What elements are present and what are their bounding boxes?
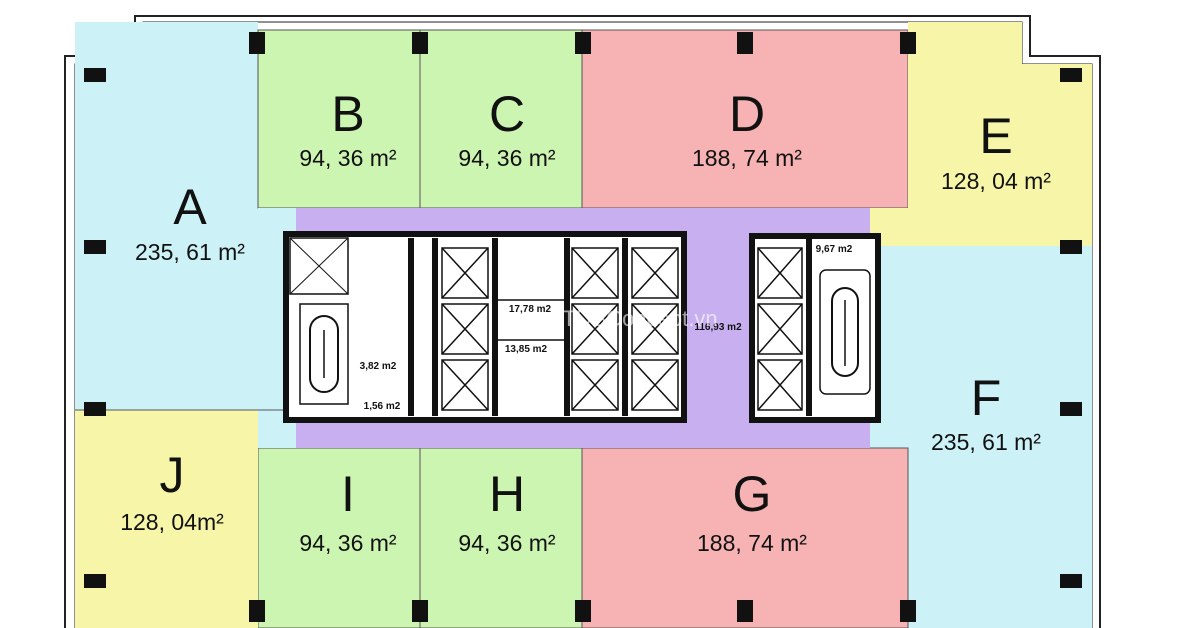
unit-d-area: 188, 74 m² xyxy=(692,145,802,171)
unit-a-area: 235, 61 m² xyxy=(135,239,245,265)
unit-f[interactable] xyxy=(870,246,1092,628)
unit-j-area: 128, 04m² xyxy=(120,509,224,535)
unit-d[interactable] xyxy=(581,29,909,209)
unit-c[interactable] xyxy=(419,29,583,209)
unit-a[interactable] xyxy=(75,22,258,410)
unit-g-letter: G xyxy=(733,466,772,522)
core-label-1: 17,78 m2 xyxy=(509,304,552,315)
unit-b-area: 94, 36 m² xyxy=(299,145,396,171)
structural-columns xyxy=(84,32,1082,622)
unit-h-area: 94, 36 m² xyxy=(458,530,555,556)
unit-e[interactable] xyxy=(870,22,1092,246)
unit-g-area: 188, 74 m² xyxy=(697,530,807,556)
unit-a-letter: A xyxy=(173,179,207,235)
core-label-5: 9,67 m2 xyxy=(816,244,853,255)
unit-f-area: 235, 61 m² xyxy=(931,429,1041,455)
core-label-2: 13,85 m2 xyxy=(505,344,548,355)
unit-j-letter: J xyxy=(160,447,185,503)
corridor-area: 116,93 m2 xyxy=(694,322,742,333)
unit-b[interactable] xyxy=(257,29,421,209)
unit-h-letter: H xyxy=(489,466,525,522)
unit-h[interactable] xyxy=(419,447,583,628)
unit-j[interactable] xyxy=(75,410,258,628)
elevator-shafts-left xyxy=(441,247,679,411)
watermark: CTDBConcept.vn xyxy=(546,306,717,331)
unit-c-letter: C xyxy=(489,86,525,142)
unit-b-letter: B xyxy=(331,86,364,142)
unit-f-letter: F xyxy=(971,370,1002,426)
core-label-3: 3,82 m2 xyxy=(360,361,397,372)
unit-i[interactable] xyxy=(257,447,421,628)
unit-i-area: 94, 36 m² xyxy=(299,530,396,556)
unit-i-letter: I xyxy=(341,466,355,522)
core-label-4: 1,56 m2 xyxy=(364,401,401,412)
elevator-shafts-right xyxy=(757,247,803,411)
unit-e-letter: E xyxy=(979,108,1012,164)
unit-d-letter: D xyxy=(729,86,765,142)
unit-e-area: 128, 04 m² xyxy=(941,168,1051,194)
service-core-right xyxy=(749,233,881,423)
unit-c-area: 94, 36 m² xyxy=(458,145,555,171)
